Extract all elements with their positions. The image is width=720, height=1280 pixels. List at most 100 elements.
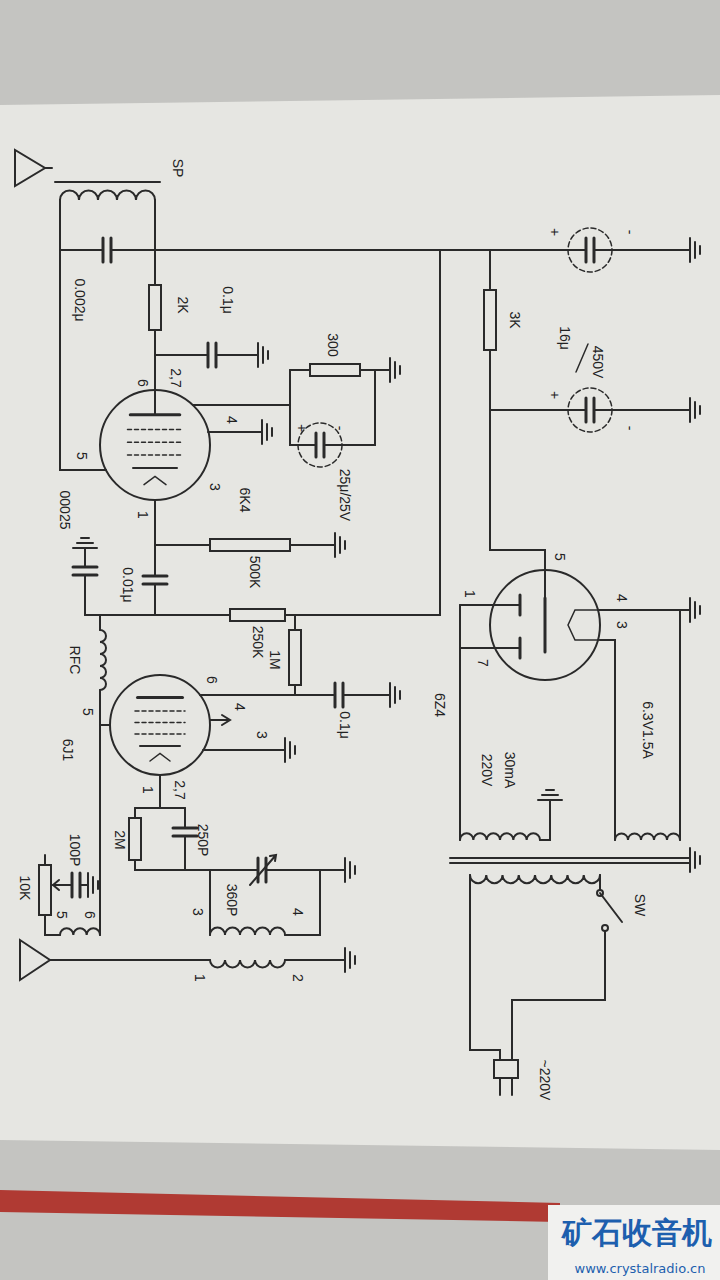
tube-plate bbox=[138, 696, 183, 699]
wire bbox=[512, 931, 605, 1060]
pin-number: 1 bbox=[136, 511, 150, 519]
polarity-mark: - bbox=[623, 426, 637, 431]
part-label: 0.1μ bbox=[338, 711, 352, 739]
wire bbox=[84, 548, 86, 567]
part-label: 0.002μ bbox=[73, 278, 87, 321]
part-label: RFC bbox=[68, 646, 82, 675]
pin-number: 5 bbox=[55, 911, 69, 919]
wire bbox=[594, 249, 690, 251]
tube-grid bbox=[128, 442, 183, 444]
ground-symbol bbox=[690, 848, 700, 872]
wire bbox=[460, 647, 520, 649]
pin-number: 4 bbox=[225, 416, 239, 424]
transformer-core bbox=[450, 858, 690, 863]
capacitor-symbol bbox=[208, 343, 216, 367]
resistor-symbol bbox=[149, 285, 161, 330]
pin-number: 3 bbox=[615, 621, 629, 629]
ground-symbol bbox=[345, 858, 355, 882]
polarity-mark: - bbox=[333, 426, 347, 431]
wire bbox=[60, 249, 103, 251]
wire bbox=[200, 694, 335, 696]
pin-number: 3 bbox=[255, 731, 269, 739]
wire bbox=[210, 719, 228, 721]
wire bbox=[135, 860, 258, 870]
coil-symbol bbox=[470, 875, 600, 883]
coil-symbol bbox=[615, 834, 680, 841]
tube-cathode bbox=[544, 598, 547, 652]
ground-symbol bbox=[258, 343, 268, 367]
wire bbox=[208, 431, 262, 433]
capacitor-symbol bbox=[173, 828, 197, 836]
capacitor-symbol bbox=[586, 238, 594, 262]
wire bbox=[209, 870, 211, 935]
resistor-symbol bbox=[484, 290, 496, 350]
capacitor-symbol bbox=[103, 238, 111, 262]
part-label: 100P bbox=[68, 834, 82, 867]
tube-heater bbox=[150, 754, 170, 762]
wire bbox=[154, 500, 156, 576]
capacitor-symbol bbox=[335, 683, 343, 707]
polarity-mark: + bbox=[548, 228, 562, 236]
plug-body bbox=[494, 1060, 518, 1078]
part-label: 6.3V1.5A bbox=[641, 701, 655, 759]
resistor-symbol bbox=[310, 364, 360, 376]
watermark: 矿石收音机 bbox=[562, 1218, 712, 1248]
ground-symbol bbox=[73, 538, 97, 548]
ground-symbol bbox=[390, 358, 400, 382]
tube-envelope bbox=[110, 675, 210, 775]
part-label: 250K bbox=[251, 626, 265, 659]
wire bbox=[154, 584, 156, 615]
wire bbox=[540, 800, 550, 840]
part-label: 1M bbox=[268, 650, 282, 669]
capacitor-symbol bbox=[586, 398, 594, 422]
wire bbox=[203, 749, 285, 751]
wire bbox=[184, 808, 186, 828]
wire bbox=[285, 614, 295, 616]
ground-symbol bbox=[262, 420, 272, 444]
part-label: SP bbox=[171, 159, 185, 178]
wire bbox=[295, 250, 440, 615]
tube-heater bbox=[568, 610, 600, 640]
part-label: 0.01μ bbox=[121, 567, 135, 602]
red-strip bbox=[0, 1190, 560, 1222]
part-label: 450V bbox=[591, 346, 605, 379]
wire bbox=[324, 370, 375, 445]
wire bbox=[216, 354, 258, 356]
tube-envelope bbox=[490, 570, 600, 680]
wire bbox=[50, 959, 210, 961]
part-label: 250P bbox=[196, 824, 210, 857]
part-label: 360P bbox=[225, 884, 239, 917]
ground-symbol bbox=[88, 873, 98, 897]
wire bbox=[294, 685, 296, 695]
paper-page bbox=[0, 95, 720, 1150]
pin-number: 5 bbox=[75, 452, 89, 460]
pin-number: 2 bbox=[291, 974, 305, 982]
wire bbox=[594, 409, 690, 411]
watermark: www.crystalradio.cn bbox=[575, 1262, 706, 1275]
ground-symbol bbox=[285, 738, 295, 762]
heater-arrow bbox=[222, 715, 230, 725]
wire bbox=[155, 249, 586, 251]
ground-symbol bbox=[690, 398, 700, 422]
wire bbox=[290, 369, 310, 371]
wire bbox=[599, 875, 601, 890]
wire bbox=[285, 959, 345, 961]
speaker-core bbox=[55, 181, 160, 183]
part-label: 6K4 bbox=[238, 488, 252, 513]
wire bbox=[489, 250, 491, 290]
wire bbox=[53, 884, 72, 886]
wire bbox=[285, 870, 320, 935]
part-label: 300 bbox=[326, 333, 340, 356]
ground-symbol bbox=[690, 598, 700, 622]
polarity-mark: + bbox=[548, 391, 562, 399]
ground-symbol bbox=[538, 790, 562, 800]
tube-grid bbox=[135, 710, 185, 712]
part-label: 2,7 bbox=[169, 368, 183, 387]
pin-number: 1 bbox=[141, 786, 155, 794]
coil-symbol bbox=[210, 960, 285, 968]
pin-number: 6 bbox=[205, 676, 219, 684]
wire bbox=[84, 575, 86, 615]
wire bbox=[598, 609, 690, 611]
part-label: 6Z4 bbox=[433, 693, 447, 717]
